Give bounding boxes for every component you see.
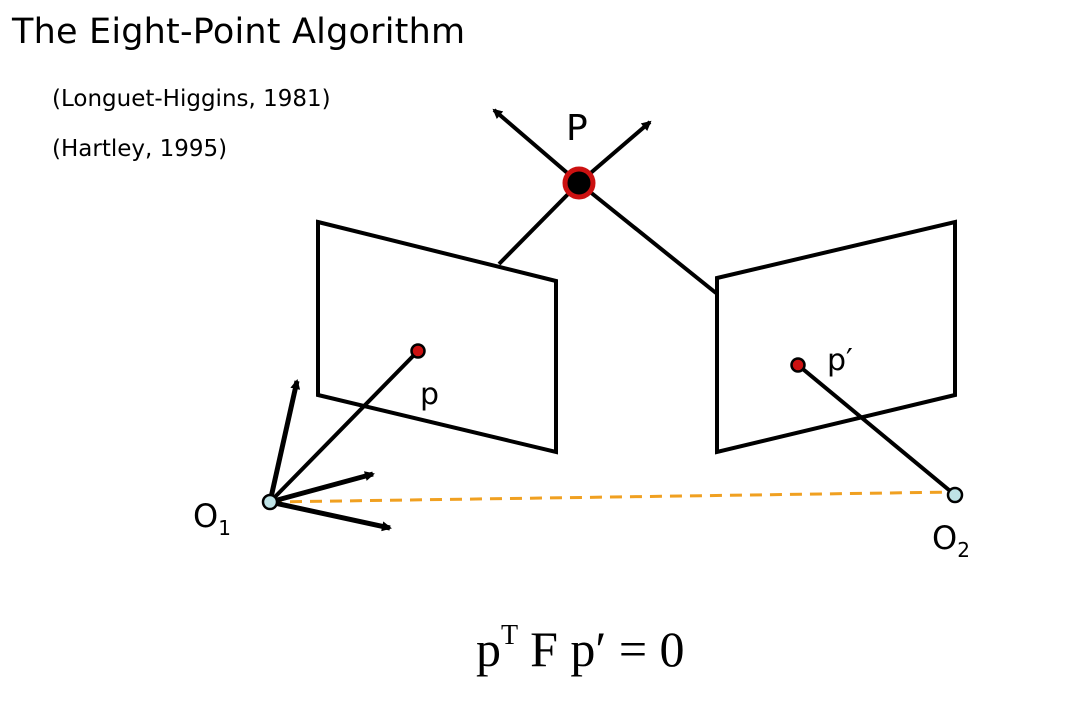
equation-rest: F p′ = 0 xyxy=(530,621,684,677)
label-P: P xyxy=(566,108,588,149)
world-point-P xyxy=(562,166,596,200)
equation-transpose: T xyxy=(501,620,518,651)
right-image-plane xyxy=(715,219,957,455)
ray-o2-to-pprime xyxy=(796,363,957,497)
image-point-pprime xyxy=(790,357,806,373)
left-image-plane xyxy=(316,219,558,455)
slide-title: The Eight-Point Algorithm xyxy=(12,12,466,52)
o1-axis-up xyxy=(267,379,301,503)
o1-axis-right xyxy=(269,471,375,505)
image-point-p xyxy=(410,343,426,359)
ray-o1-to-p xyxy=(268,349,420,504)
label-pprime: p′ xyxy=(827,343,853,378)
p-arrow-left xyxy=(492,108,581,185)
equation-p: p xyxy=(476,621,501,677)
camera-center-o2 xyxy=(946,486,964,504)
citation-longuet-higgins: (Longuet-Higgins, 1981) xyxy=(52,86,331,112)
label-p: p xyxy=(420,377,439,412)
camera-center-o1 xyxy=(261,493,279,511)
citation-hartley: (Hartley, 1995) xyxy=(52,136,228,162)
epipolar-equation: pT F p′ = 0 xyxy=(476,620,685,677)
label-o1: O1 xyxy=(193,497,231,540)
o1-axis-down xyxy=(269,499,392,532)
ray-left xyxy=(497,181,581,266)
label-o1-subscript: 1 xyxy=(218,516,231,540)
label-o2: O2 xyxy=(932,519,970,562)
label-o1-letter: O xyxy=(193,497,218,535)
baseline xyxy=(269,490,956,504)
ray-right xyxy=(577,181,718,295)
label-o2-letter: O xyxy=(932,519,957,557)
label-o2-subscript: 2 xyxy=(957,538,970,562)
